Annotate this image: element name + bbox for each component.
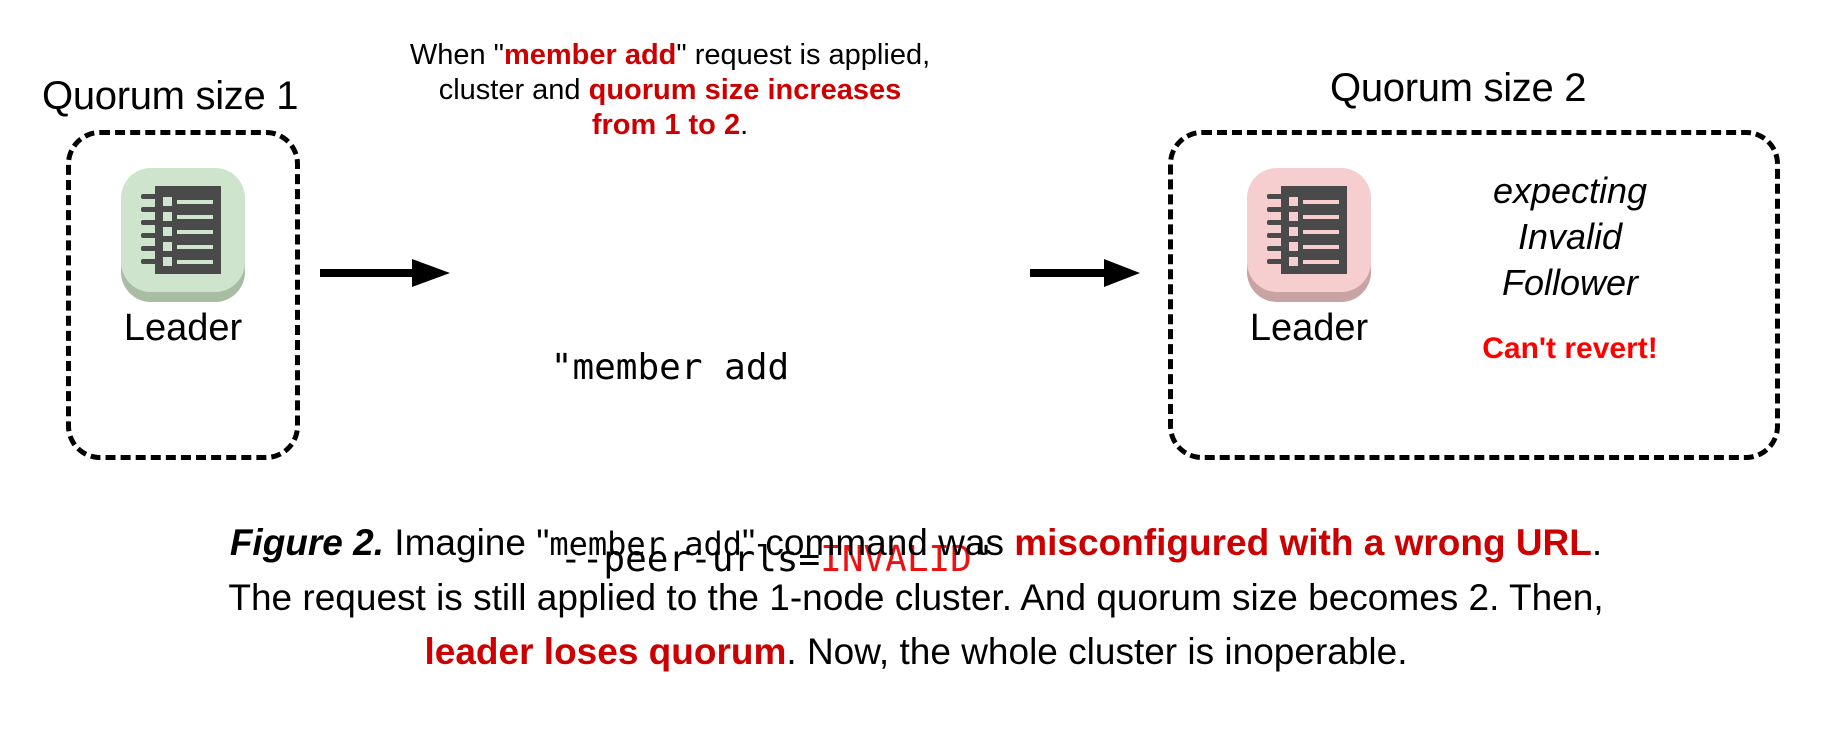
right-cluster-title: Quorum size 2 <box>1330 66 1587 110</box>
top-annotation: When "member add" request is applied, cl… <box>330 38 1010 143</box>
left-node[interactable]: Leader <box>118 164 248 350</box>
top-note-l3c: . <box>740 109 749 141</box>
top-note-l2b: quorum size increases <box>588 74 902 106</box>
left-cluster-box <box>66 130 300 460</box>
top-annotation-line-2: cluster and quorum size increases <box>330 73 1010 108</box>
command-line-2-prefix: --peer-urls= <box>560 539 821 580</box>
top-note-l3b: from 1 to 2 <box>591 109 741 141</box>
caption-l1a: Imagine " <box>384 522 550 563</box>
command-line-1: "member add <box>550 347 790 388</box>
top-annotation-line-3: from 1 to 2. <box>330 108 1010 143</box>
cant-revert-badge: Can't revert! <box>1482 332 1658 365</box>
ledger-node-icon <box>121 168 245 292</box>
caption-line-2: The request is still applied to the 1-no… <box>228 577 1604 618</box>
right-node[interactable]: Leader <box>1244 164 1374 350</box>
ledger-node-icon-2 <box>1247 168 1371 292</box>
top-note-l1a: When " <box>409 39 504 71</box>
caption-l1c: . <box>1591 522 1603 563</box>
right-node-icon-wrap <box>1243 164 1375 304</box>
caption-l1-mono: member add <box>549 525 743 563</box>
caption-l1b: " command was <box>742 522 1015 563</box>
left-node-label: Leader <box>123 307 243 349</box>
caption-figure-number: Figure 2. <box>229 522 385 563</box>
right-node-label: Leader <box>1249 307 1369 349</box>
expecting-line-2: Invalid <box>1517 216 1623 257</box>
left-cluster-title: Quorum size 1 <box>42 74 299 118</box>
caption-l3b: . Now, the whole cluster is inoperable. <box>786 631 1408 672</box>
top-annotation-line-1: When "member add" request is applied, <box>330 38 1010 73</box>
command-line-2: --peer-urls=INVALID" <box>430 488 994 632</box>
top-note-l1b: member add <box>503 39 677 71</box>
arrow-right-icon-2 <box>1030 258 1140 293</box>
top-note-l2a: cluster and <box>438 74 589 106</box>
left-node-icon-wrap <box>117 164 249 304</box>
expecting-line-1: expecting <box>1492 170 1648 211</box>
command-text: "member add --peer-urls=INVALID" <box>430 248 994 728</box>
expecting-note: expecting Invalid Follower <box>1420 168 1720 306</box>
command-invalid-token: INVALID <box>820 539 972 580</box>
caption-l3-highlight: leader loses quorum <box>424 631 787 672</box>
caption-line-1: Figure 2. Imagine "member add" command w… <box>0 516 1832 571</box>
right-cluster-box <box>1168 130 1780 460</box>
expecting-line-3: Follower <box>1501 262 1639 303</box>
top-note-l1c: " request is applied, <box>676 39 931 71</box>
command-line-2-suffix: " <box>971 539 994 580</box>
caption-l1-highlight: misconfigured with a wrong URL <box>1014 522 1592 563</box>
arrow-right-icon <box>320 258 450 293</box>
caption-line-3: leader loses quorum. Now, the whole clus… <box>0 625 1832 679</box>
figure-caption: Figure 2. Imagine "member add" command w… <box>0 516 1832 679</box>
